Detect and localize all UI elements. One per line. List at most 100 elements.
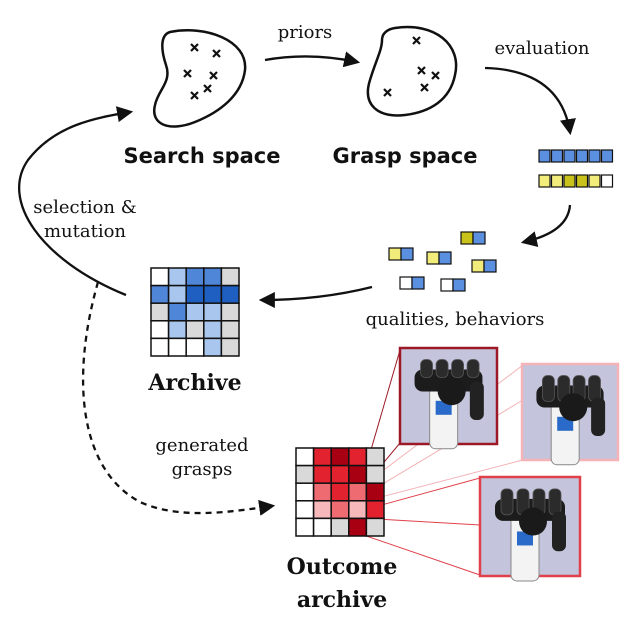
priors-label: priors [278, 22, 333, 43]
robot-finger-icon [435, 359, 449, 378]
archive-cell [150, 337, 170, 357]
selection-mutation-arrow [18, 106, 134, 297]
archive-cell [203, 337, 223, 357]
outcome-cell [295, 447, 315, 467]
archive-cell [203, 320, 223, 340]
outcome-cell [365, 447, 385, 467]
outcome-cell [295, 464, 315, 484]
outcome-cell [312, 517, 332, 537]
outcome-archive-grid [295, 447, 385, 537]
behavior-cell [471, 259, 485, 273]
archive-cell [185, 284, 205, 304]
quality-cell [411, 276, 425, 290]
outcome-cell [330, 447, 350, 467]
outcome-cell [312, 447, 332, 467]
generated-grasps-arrow [81, 281, 276, 516]
robot-finger-icon [500, 488, 514, 516]
quality-cell [563, 149, 576, 163]
connector-line [383, 477, 481, 505]
archive-cell [167, 337, 187, 357]
archive-cell [167, 302, 187, 322]
archive-cell [203, 284, 223, 304]
selection-label: selection & [33, 197, 137, 218]
archive-cell [220, 337, 240, 357]
outcome-cell [348, 482, 368, 502]
archive-cell [167, 267, 187, 287]
archive-cell [220, 320, 240, 340]
behavior-cell [440, 278, 454, 292]
robot-thumb-icon [469, 381, 484, 420]
behavior-cell [399, 276, 413, 290]
quality-cell [575, 149, 589, 163]
outcome-title-line1: Outcome [287, 554, 398, 580]
quality-vector [538, 149, 614, 163]
behavior-cell [550, 174, 564, 188]
archive-title: Archive [147, 370, 241, 396]
archive-cell [167, 284, 187, 304]
robot-knuckle-icon [559, 393, 588, 422]
quality-cell [588, 149, 601, 163]
outcome-cell [330, 482, 350, 502]
robot-thumb-icon [552, 511, 566, 552]
connector-line [365, 349, 401, 466]
archive-cell [150, 320, 170, 340]
outcome-cell [330, 464, 350, 484]
connector-line [366, 517, 481, 526]
split-arrow [520, 204, 572, 247]
outcome-title-line2: archive [297, 587, 387, 613]
outcome-cell [365, 464, 385, 484]
connector-line [366, 459, 524, 502]
outcome-cell [312, 482, 332, 502]
quality-cell [550, 149, 564, 163]
behavior-cell [426, 251, 440, 265]
archive-cell [203, 302, 223, 322]
evaluation-label: evaluation [494, 38, 589, 59]
outcome-cell [365, 517, 385, 537]
grasp-thumbnail-3 [478, 475, 582, 582]
behavior-cell [588, 174, 601, 188]
behavior-cell [460, 231, 474, 245]
robot-finger-icon [548, 488, 562, 516]
outcome-cell [365, 500, 385, 520]
behavior-cell [575, 174, 589, 188]
behavior-cell [600, 174, 614, 188]
connector-line [366, 535, 481, 576]
quality-cell [438, 251, 452, 265]
behavior-vector [538, 174, 614, 188]
quality-cell [538, 149, 551, 163]
outcome-cell [295, 517, 315, 537]
outcome-cell [348, 500, 368, 520]
quality-cell [472, 231, 486, 245]
outcome-cell [365, 482, 385, 502]
outcome-cell [312, 464, 332, 484]
evaluation-arrow [484, 66, 576, 136]
generated-label: generated [155, 435, 248, 456]
grasp-thumbnail-2 [520, 362, 620, 466]
robot-knuckle-icon [437, 377, 466, 406]
priors-arrow [264, 51, 361, 68]
robot-finger-icon [466, 359, 480, 378]
outcome-cell [295, 500, 315, 520]
outcome-cell [330, 500, 350, 520]
archive-grid [150, 267, 240, 357]
archive-cell [220, 267, 240, 287]
outcome-cell [348, 464, 368, 484]
behavior-cell [538, 174, 551, 188]
outcome-cell [348, 447, 368, 467]
archive-cell [185, 337, 205, 357]
quality-cell [483, 259, 497, 273]
archive-cell [150, 267, 170, 287]
archive-cell [220, 302, 240, 322]
behavior-cell [563, 174, 576, 188]
search-space-title: Search space [124, 144, 281, 168]
outcome-cell [330, 517, 350, 537]
archive-cell [203, 267, 223, 287]
grasps-label: grasps [172, 459, 233, 480]
archive-cell [185, 302, 205, 322]
archive-cell [167, 320, 187, 340]
search-space-blob-icon [152, 29, 247, 128]
grasp-samples-icon [383, 36, 440, 97]
mutation-label: mutation [44, 221, 126, 242]
